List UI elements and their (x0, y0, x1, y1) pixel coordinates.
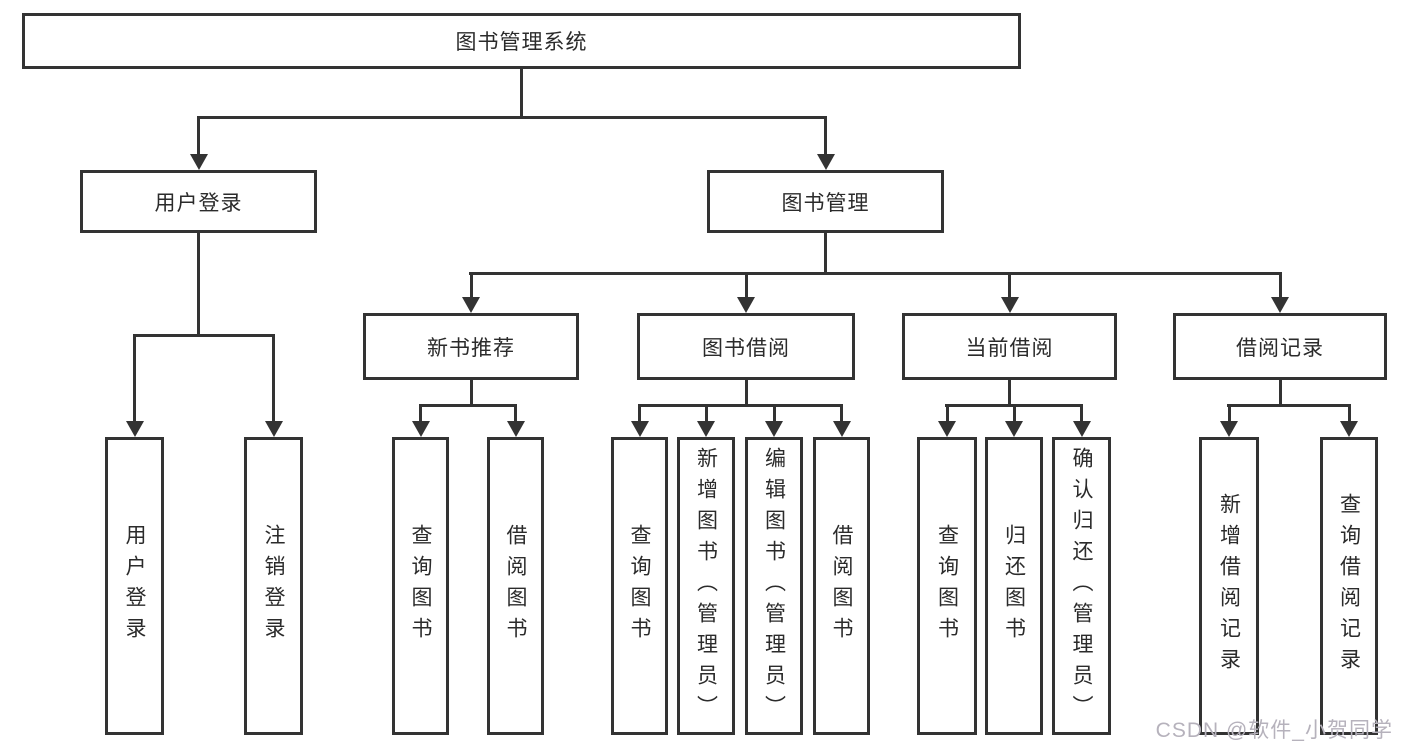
connector-line (1013, 404, 1016, 425)
arrow-down-icon (817, 154, 835, 170)
arrow-down-icon (697, 421, 715, 437)
leaf-logout-login: 注销登录 (244, 437, 303, 735)
arrow-down-icon (507, 421, 525, 437)
leaf-label: 确认归还（管理员） (1070, 446, 1093, 726)
leaf-label: 编辑图书（管理员） (762, 446, 786, 726)
arrow-down-icon (737, 297, 755, 313)
connector-line (419, 404, 422, 425)
connector-line (514, 404, 517, 425)
leaf-add-borrow-record: 新增借阅记录 (1199, 437, 1259, 735)
connector-line (824, 233, 827, 275)
arrow-down-icon (1073, 421, 1091, 437)
node-borrow-records: 借阅记录 (1173, 313, 1387, 380)
node-library-management-system: 图书管理系统 (22, 13, 1021, 69)
node-book-borrow: 图书借阅 (637, 313, 855, 380)
leaf-user-login: 用户登录 (105, 437, 164, 735)
leaf-query-books: 查询图书 (917, 437, 977, 735)
node-label: 用户登录 (154, 191, 243, 215)
leaf-return-books: 归还图书 (985, 437, 1043, 735)
arrow-down-icon (1271, 297, 1289, 313)
node-current-borrow: 当前借阅 (902, 313, 1117, 380)
leaf-borrow-books: 借阅图书 (487, 437, 544, 735)
connector-line (1279, 380, 1282, 407)
arrow-down-icon (1220, 421, 1238, 437)
arrow-down-icon (190, 154, 208, 170)
leaf-edit-books-admin: 编辑图书（管理员） (745, 437, 803, 735)
leaf-label: 查询图书 (409, 524, 432, 648)
connector-line (469, 272, 1281, 275)
leaf-query-books: 查询图书 (611, 437, 668, 735)
node-label: 图书管理系统 (455, 31, 588, 54)
connector-line (1227, 404, 1351, 407)
connector-line (946, 404, 949, 425)
connector-line (1008, 380, 1011, 407)
node-label: 图书管理 (781, 191, 870, 215)
connector-line (197, 233, 200, 336)
connector-line (824, 116, 827, 156)
connector-line (470, 380, 473, 407)
leaf-query-books: 查询图书 (392, 437, 449, 735)
node-label: 当前借阅 (965, 336, 1054, 360)
node-label: 图书借阅 (702, 336, 790, 360)
csdn-watermark: CSDN @软件_小贺同学 (1155, 719, 1393, 742)
connector-line (1348, 404, 1351, 425)
leaf-label: 新增借阅记录 (1217, 493, 1241, 679)
connector-line (1279, 272, 1282, 299)
connector-line (133, 334, 136, 423)
arrow-down-icon (412, 421, 430, 437)
connector-line (1228, 404, 1231, 425)
leaf-label: 注销登录 (262, 524, 285, 648)
arrow-down-icon (631, 421, 649, 437)
leaf-label: 借阅图书 (830, 524, 853, 648)
leaf-borrow-books: 借阅图书 (813, 437, 870, 735)
connector-line (840, 404, 843, 425)
connector-line (197, 116, 827, 119)
leaf-query-borrow-record: 查询借阅记录 (1320, 437, 1378, 735)
connector-line (133, 334, 275, 337)
leaf-label: 查询图书 (628, 524, 651, 648)
leaf-label: 归还图书 (1002, 524, 1026, 648)
connector-line (705, 404, 708, 425)
connector-line (773, 404, 776, 425)
arrow-down-icon (1001, 297, 1019, 313)
connector-line (745, 272, 748, 299)
arrow-down-icon (765, 421, 783, 437)
arrow-down-icon (126, 421, 144, 437)
arrow-down-icon (1340, 421, 1358, 437)
connector-line (197, 116, 200, 156)
leaf-label: 用户登录 (123, 524, 146, 648)
node-new-book-recommend: 新书推荐 (363, 313, 579, 380)
connector-line (1008, 272, 1011, 299)
node-book-management: 图书管理 (707, 170, 944, 233)
node-label: 新书推荐 (427, 336, 515, 360)
connector-line (272, 334, 275, 423)
node-user-login: 用户登录 (80, 170, 317, 233)
arrow-down-icon (462, 297, 480, 313)
connector-line (638, 404, 641, 425)
arrow-down-icon (833, 421, 851, 437)
leaf-confirm-return-admin: 确认归还（管理员） (1052, 437, 1111, 735)
connector-line (470, 272, 473, 299)
leaf-label: 借阅图书 (504, 524, 527, 648)
connector-line (638, 404, 843, 407)
leaf-label: 查询借阅记录 (1337, 493, 1361, 679)
connector-line (1080, 404, 1083, 425)
arrow-down-icon (938, 421, 956, 437)
arrow-down-icon (265, 421, 283, 437)
connector-line (520, 69, 523, 118)
leaf-add-books-admin: 新增图书（管理员） (677, 437, 735, 735)
leaf-label: 查询图书 (935, 524, 959, 648)
connector-line (419, 404, 517, 407)
node-label: 借阅记录 (1236, 336, 1324, 360)
arrow-down-icon (1005, 421, 1023, 437)
leaf-label: 新增图书（管理员） (694, 446, 718, 726)
connector-line (745, 380, 748, 407)
